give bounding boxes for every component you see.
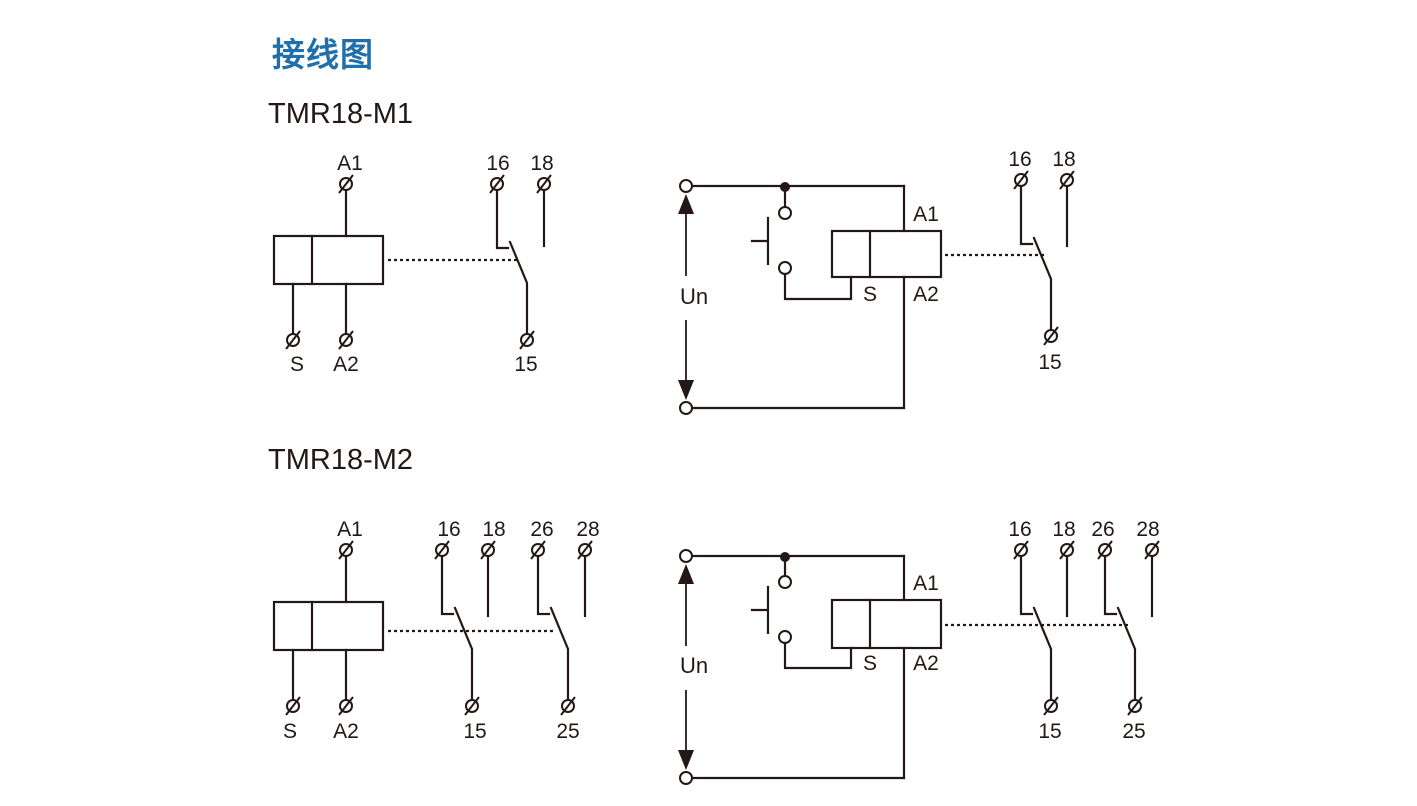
terminal-label: S <box>863 283 877 306</box>
m1-relay-body-2 <box>830 229 943 279</box>
terminal-label: 25 <box>556 720 579 743</box>
terminal-a1 <box>338 174 354 194</box>
terminal-label: A2 <box>913 283 939 306</box>
m1-terminal-diagram: A1 S A2 16 18 15 <box>272 152 554 376</box>
terminal-label: S <box>863 652 877 675</box>
terminal-a2 <box>338 330 354 350</box>
arrow-up-icon <box>678 564 694 584</box>
terminal-label: 15 <box>1038 720 1061 743</box>
m2-terminal-diagram: A1 S A2 16 18 15 26 28 25 <box>272 518 600 743</box>
terminal-label: 28 <box>1136 518 1159 541</box>
contact-16 <box>495 188 510 250</box>
label-s: S <box>290 353 304 376</box>
terminal-label: A2 <box>333 720 359 743</box>
m1-connection-diagram: Un A1 S A2 16 18 15 <box>678 148 1076 415</box>
terminal-label: 15 <box>1038 351 1061 374</box>
terminal-s <box>285 330 301 350</box>
terminal-label: 26 <box>1091 518 1114 541</box>
terminal-label: 16 <box>1008 518 1031 541</box>
terminal-18 <box>536 174 552 194</box>
terminal-label: 18 <box>1052 148 1075 171</box>
terminal-label: 28 <box>576 518 599 541</box>
terminal-label: 18 <box>482 518 505 541</box>
label-15: 15 <box>514 353 537 376</box>
model-label-m2: TMR18-M2 <box>268 444 414 476</box>
page-title: 接线图 <box>272 35 374 74</box>
terminal-label: Un <box>680 653 708 678</box>
terminal-label: A1 <box>337 518 363 541</box>
supply-terminal-bottom <box>679 401 693 415</box>
terminal-16 <box>489 174 505 194</box>
terminal-label: A1 <box>913 572 939 595</box>
terminal-label: 18 <box>1052 518 1075 541</box>
terminal-15 <box>519 330 535 350</box>
arrow-down-icon <box>678 750 694 770</box>
terminal-label: 16 <box>1008 148 1031 171</box>
label-a1: A1 <box>337 152 363 175</box>
m2-connection-diagram: Un A1 S A2 16 18 15 <box>678 518 1160 785</box>
label-18: 18 <box>530 152 553 175</box>
terminal-label: 15 <box>463 720 486 743</box>
arrow-down-icon <box>678 380 694 400</box>
model-label-m1: TMR18-M1 <box>268 98 414 130</box>
terminal-label: A2 <box>913 652 939 675</box>
terminal-label: A1 <box>913 203 939 226</box>
contact-arm-15 <box>508 240 529 336</box>
m1-relay-body <box>272 234 385 286</box>
push-button <box>750 216 770 265</box>
terminal-label: S <box>283 720 297 743</box>
supply-label: Un <box>680 284 708 309</box>
label-a2: A2 <box>333 353 359 376</box>
arrow-up-icon <box>678 194 694 214</box>
label-16: 16 <box>486 152 509 175</box>
terminal-label: 16 <box>437 518 460 541</box>
terminal-label: 26 <box>530 518 553 541</box>
terminal-label: 25 <box>1122 720 1145 743</box>
supply-terminal-top <box>679 179 693 193</box>
